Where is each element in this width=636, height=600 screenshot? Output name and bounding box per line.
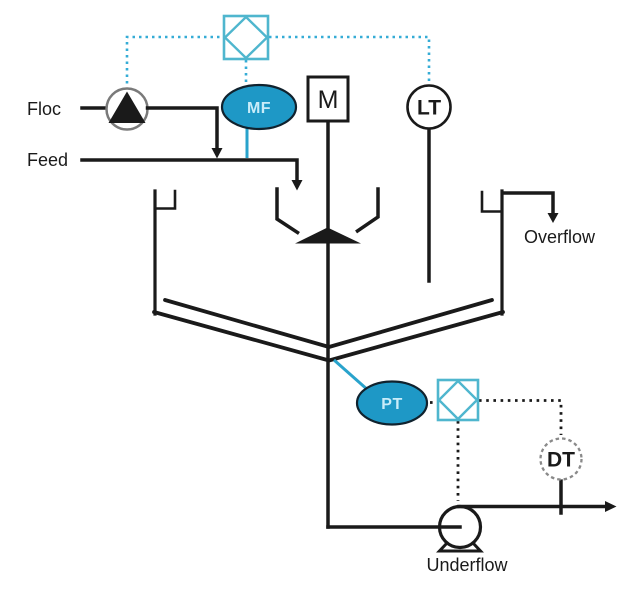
feed-arrow <box>291 180 303 191</box>
floc-line-out <box>145 106 219 151</box>
dt-transmitter <box>539 437 583 481</box>
overflow-arrow <box>547 213 559 223</box>
thickener-tank <box>152 189 505 363</box>
motor-label: M <box>318 86 339 114</box>
feed-label: Feed <box>27 150 68 170</box>
lt-transmitter <box>406 84 452 130</box>
top-logic-symbol <box>222 14 270 61</box>
signal-line-flocpump-to-logic <box>125 35 223 90</box>
pt-label: PT <box>381 396 402 413</box>
tank-cone-inner <box>163 298 494 349</box>
overflow-label: Overflow <box>524 227 596 247</box>
floc-label: Floc <box>27 99 61 119</box>
feedwell-left <box>275 187 300 235</box>
overflow-line <box>501 191 555 216</box>
feed-line <box>80 158 299 183</box>
lt-label: LT <box>417 97 441 120</box>
rake-impeller-icon <box>295 227 361 244</box>
feedwell-right <box>355 187 380 234</box>
tank-cone-outer <box>152 310 505 363</box>
tank-left-launder <box>154 189 177 210</box>
bottom-logic-diamond <box>437 379 479 421</box>
mf-label: MF <box>247 100 271 117</box>
mf-transmitter <box>220 83 298 131</box>
pt-tap-line <box>333 358 370 393</box>
motor-box <box>306 75 350 123</box>
signal-line-logic-to-lt <box>269 35 431 85</box>
underflow-label: Underflow <box>426 555 508 575</box>
pt-transmitter <box>355 380 429 426</box>
bottom-logic-square <box>436 378 480 422</box>
floc-pump-triangle-icon <box>108 91 146 123</box>
tank-right-launder <box>480 190 503 213</box>
underflow-discharge-arrow <box>605 501 617 512</box>
top-logic-square <box>222 14 270 61</box>
floc-arrow <box>211 148 223 159</box>
dt-label: DT <box>547 449 575 472</box>
bottom-logic-symbol <box>436 378 480 422</box>
top-logic-diamond <box>223 15 269 60</box>
signal-line-logic-to-dt <box>479 399 563 435</box>
